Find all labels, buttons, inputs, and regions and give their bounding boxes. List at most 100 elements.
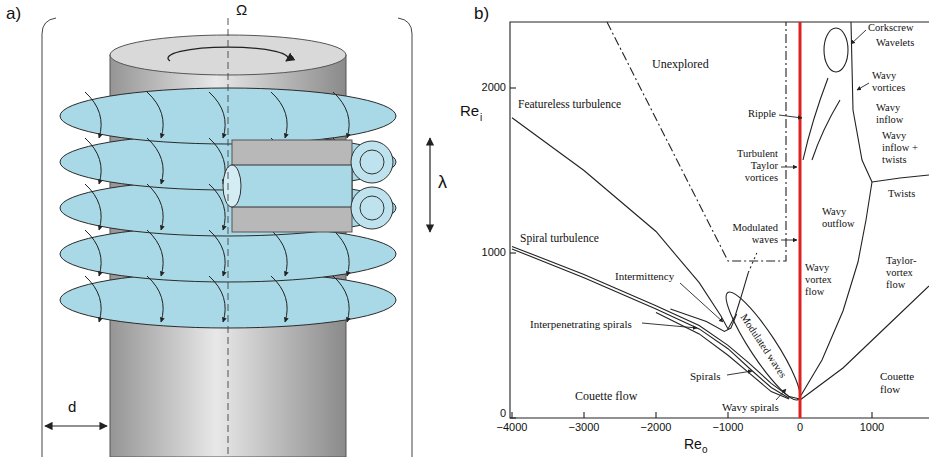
- regime-label: Ripple: [748, 108, 776, 120]
- leader-line: [642, 323, 697, 328]
- wavelength-arrow: [429, 138, 430, 232]
- streamline: [85, 138, 101, 184]
- regime-label: Couette flow: [880, 370, 924, 395]
- taylor-couette-apparatus: [42, 18, 430, 457]
- tick-label: 1000: [482, 246, 506, 259]
- regime-label: Wavy inflow: [876, 102, 916, 126]
- streamline: [147, 138, 163, 184]
- outer-cylinder: [42, 18, 56, 457]
- tick: [655, 412, 656, 418]
- regime-label: Spirals: [690, 370, 721, 383]
- tick-label: −2000: [641, 421, 672, 434]
- axis-subscript: i: [480, 112, 482, 124]
- leader-line: [776, 389, 786, 400]
- streamline: [209, 184, 225, 230]
- leader-line: [851, 30, 866, 44]
- tick-label: 2000: [482, 81, 506, 94]
- tick: [510, 87, 516, 88]
- vortex-section: [351, 187, 393, 229]
- rotation-symbol: Ω: [236, 1, 247, 18]
- streamline: [147, 230, 163, 276]
- streamline: [147, 92, 163, 138]
- streamline: [85, 184, 101, 230]
- streamline: [209, 230, 225, 276]
- streamline: [209, 138, 225, 184]
- regime-label: Interpenetrating spirals: [530, 318, 632, 331]
- regime-label: Featureless turbulence: [518, 98, 621, 111]
- regime-boundary: [670, 309, 736, 331]
- leader-line: [680, 283, 723, 322]
- regime-boundary: [872, 175, 929, 182]
- tick-label: 0: [500, 407, 506, 420]
- gap-arrow: [45, 425, 107, 426]
- tick-label: −1000: [713, 421, 744, 434]
- regime-label: Corkscrew: [868, 22, 914, 34]
- vortex-tube: [232, 165, 352, 207]
- regime-boundary: [803, 78, 828, 160]
- regime-boundary: [512, 249, 789, 398]
- vortex-section: [360, 150, 384, 174]
- axis-line: [228, 18, 229, 457]
- streamline: [209, 276, 225, 322]
- vortex-section: [351, 141, 393, 183]
- tick: [510, 252, 516, 253]
- leader-line: [781, 167, 797, 168]
- regime-diagram: [510, 22, 929, 418]
- streamline: [85, 92, 101, 138]
- regime-boundary: [851, 22, 872, 182]
- cutaway: [232, 140, 352, 232]
- streamline: [333, 230, 349, 276]
- panel-letter: b): [474, 4, 489, 24]
- plot-frame: [510, 22, 929, 418]
- regime-boundary: [812, 100, 840, 160]
- streamline: [271, 230, 287, 276]
- regime-label: Wavy spirals: [722, 401, 779, 414]
- regime-boundary: [800, 182, 872, 397]
- regime-label: Turbulent Taylor vortices: [726, 148, 778, 184]
- regime-boundary: [656, 312, 789, 399]
- tick: [511, 412, 512, 418]
- streamline: [85, 230, 101, 276]
- streamline: [271, 276, 287, 322]
- axis-subscript: o: [702, 444, 708, 456]
- streamline: [147, 184, 163, 230]
- leader-line: [727, 371, 752, 375]
- leader-line: [779, 115, 802, 118]
- regime-label: Twists: [888, 188, 915, 200]
- regime-boundary: [800, 286, 929, 400]
- vortex-section: [360, 196, 384, 220]
- tick-label: 1000: [860, 421, 884, 434]
- tick: [583, 412, 584, 418]
- tick-label: 0: [797, 421, 803, 434]
- streamline: [85, 276, 101, 322]
- regime-label: Spiral turbulence: [520, 232, 599, 245]
- tick: [871, 412, 872, 418]
- leader-line: [781, 240, 797, 241]
- tick-label: −3000: [569, 421, 600, 434]
- streamline: [333, 92, 349, 138]
- streamline: [147, 276, 163, 322]
- regime-label: Modulated waves: [724, 222, 778, 246]
- wavelength-symbol: λ: [438, 172, 447, 193]
- streamline: [271, 92, 287, 138]
- leader-line: [857, 83, 869, 90]
- axis-title: Re: [460, 102, 479, 119]
- regime-label: Unexplored: [652, 58, 709, 72]
- regime-label: Wavy inflow + twists: [882, 130, 924, 166]
- regime-boundary: [748, 253, 757, 273]
- regime-label: Couette flow: [575, 390, 637, 404]
- regime-label: Intermittency: [615, 270, 674, 283]
- regime-label: Wavy vortex flow: [805, 262, 839, 298]
- gap-symbol: d: [68, 398, 76, 415]
- tick: [510, 417, 516, 418]
- regime-label: Wavy outflow: [822, 206, 860, 230]
- regime-label: Wavy vortices: [872, 70, 918, 94]
- regime-boundary: [824, 28, 848, 72]
- regime-boundary: [512, 246, 800, 399]
- streamline: [333, 276, 349, 322]
- streamline: [209, 92, 225, 138]
- regime-boundary: [717, 285, 809, 406]
- regime-label: Taylor-vortex flow: [886, 255, 922, 291]
- experiment-limit: [607, 22, 786, 261]
